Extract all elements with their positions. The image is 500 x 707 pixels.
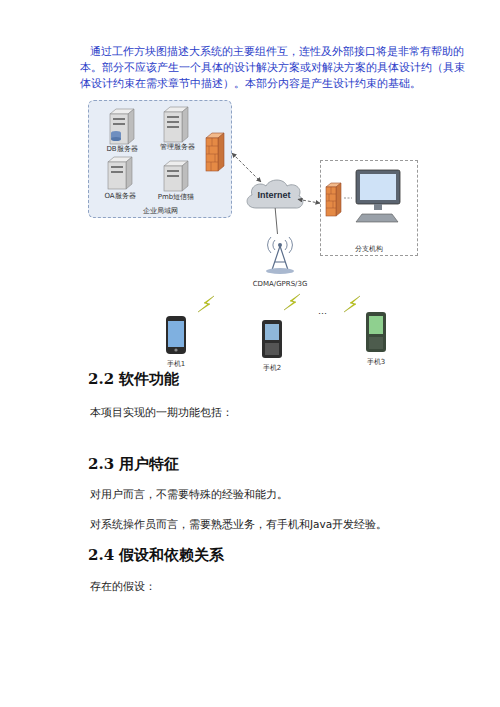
drawing-part [113, 118, 125, 120]
drawing-part [111, 137, 121, 141]
server-icon [110, 109, 134, 144]
drawing-part [360, 174, 396, 200]
drawing-part [278, 243, 282, 247]
drawing-part [128, 109, 134, 144]
drawing-part [369, 316, 383, 334]
server-icon [108, 157, 132, 189]
drawing-part [111, 171, 123, 173]
body-text: 本项目实现的一期功能包括： [90, 405, 233, 419]
drawing-part [366, 312, 386, 352]
drawing-part [113, 123, 125, 125]
drawing-part [164, 112, 182, 142]
network-region: 分支机构 [320, 160, 418, 256]
drawing-part [268, 237, 293, 253]
firewall-icon [206, 133, 224, 171]
drawing-part [168, 321, 184, 347]
drawing-part [110, 114, 128, 144]
drawing-part [266, 268, 294, 274]
section-heading: 2.2 软件功能 [88, 370, 179, 388]
drawing-part [206, 138, 218, 171]
node-label: 管理服务器 [160, 143, 195, 151]
section-heading: 2.3 用户特征 [88, 455, 179, 473]
server-node: OA服务器 [99, 156, 141, 202]
body-text: 存在的假设： [90, 579, 156, 593]
drawing-part [374, 204, 382, 210]
node-label: OA服务器 [104, 192, 135, 200]
drawing-part [167, 175, 179, 177]
drawing-part [247, 180, 303, 208]
drawing-part [262, 320, 282, 358]
body-text: 对系统操作员而言，需要熟悉业务，有手机和Java开发经验。 [90, 517, 387, 531]
drawing-part [356, 170, 400, 204]
server-node: 管理服务器 [153, 105, 201, 153]
computer-icon [356, 170, 400, 222]
ellipsis: … [318, 306, 327, 316]
drawing-part [182, 161, 188, 191]
drawing-part [88, 100, 232, 218]
server-node: DB服务器 [101, 107, 143, 155]
firewall-icon [326, 183, 341, 216]
phone-icon [166, 316, 186, 354]
drawing-part [174, 348, 177, 351]
connector [232, 153, 261, 182]
antenna-icon [266, 237, 294, 274]
phone-icon [262, 320, 282, 358]
node-label: CDMA/GPRS/3G [253, 280, 308, 288]
node-label: 手机1 [167, 360, 185, 368]
body-text: 对用户而言，不需要特殊的经验和能力。 [90, 487, 288, 501]
drawing-part [167, 170, 179, 172]
connector [275, 208, 277, 234]
phone-node: 手机2 [254, 316, 290, 374]
drawing-part [126, 157, 132, 189]
drawing-part [111, 166, 123, 168]
phone-node: 手机1 [158, 312, 194, 370]
node-label: 手机3 [367, 358, 385, 366]
network-region: 企业局域网 DB服务器 管理服务器 OA服务器 Pmb短信猫 [88, 100, 232, 218]
intro-paragraph: 通过工作方块图描述大系统的主要组件互，连性及外部接口将是非常有帮助的本。部分不应… [80, 44, 465, 92]
drawing-part [182, 107, 188, 142]
server-icon [164, 161, 188, 191]
drawing-part [344, 296, 360, 312]
drawing-part [356, 214, 398, 222]
node-label: 企业局域网 [143, 207, 178, 215]
drawing-part [369, 337, 383, 349]
internet-cloud [247, 180, 303, 208]
drawing-part [167, 126, 179, 128]
wireless-bolt [198, 294, 360, 312]
server-icon [164, 107, 188, 142]
node-label: 手机2 [263, 364, 281, 372]
phone-node: 手机3 [358, 308, 394, 368]
drawing-part [167, 116, 179, 118]
modem-node: Pmb短信猫 [151, 159, 201, 203]
node-label: DB服务器 [106, 145, 137, 153]
drawing-part [166, 316, 186, 354]
internet-cloud: Internet [250, 182, 298, 208]
connector [298, 199, 320, 203]
drawing-part [284, 294, 300, 310]
drawing-part [265, 343, 279, 355]
base-station: CDMA/GPRS/3G [240, 234, 320, 290]
drawing-part [167, 121, 179, 123]
drawing-part [265, 324, 279, 340]
drawing-part [206, 138, 218, 171]
drawing-part [198, 296, 214, 312]
drawing-part [218, 133, 224, 171]
drawing-part [326, 187, 336, 216]
drawing-part [164, 166, 182, 191]
phone-icon [366, 312, 386, 352]
section-heading: 2.4 假设和依赖关系 [88, 546, 224, 564]
node-label: Internet [257, 190, 290, 201]
drawing-part [336, 183, 341, 216]
drawing-part [326, 187, 336, 208]
link-line [344, 198, 352, 199]
drawing-part [108, 162, 126, 189]
node-label: 分支机构 [355, 245, 383, 253]
node-label: Pmb短信猫 [158, 193, 194, 201]
